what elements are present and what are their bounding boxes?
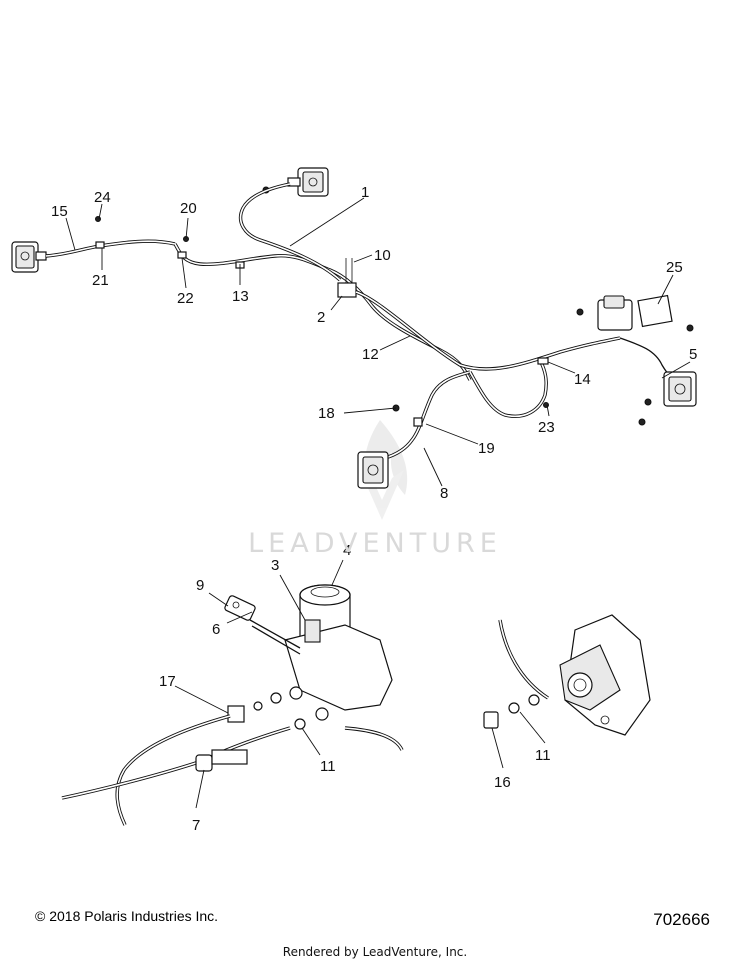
distribution-block <box>576 294 694 380</box>
callout-6: 6 <box>212 621 220 638</box>
callout-20: 20 <box>180 200 197 217</box>
left-front-caliper <box>11 241 47 273</box>
upper-brake-line-assembly <box>11 167 697 489</box>
callout-15: 15 <box>51 203 68 220</box>
callout-25: 25 <box>666 259 683 276</box>
callout-5: 5 <box>689 346 697 363</box>
watermark-text: LEADVENTURE <box>248 528 502 559</box>
copyright-notice: © 2018 Polaris Industries Inc. <box>35 908 219 924</box>
callout-4: 4 <box>343 542 351 559</box>
upper-caliper <box>262 167 329 197</box>
callout-11a: 11 <box>320 758 336 775</box>
callout-24: 24 <box>94 189 111 206</box>
figure-number: 702666 <box>653 910 710 929</box>
callout-19: 19 <box>478 440 495 457</box>
junction-block <box>337 258 357 298</box>
callout-12: 12 <box>362 346 379 363</box>
callout-7: 7 <box>192 817 200 834</box>
callout-1: 1 <box>361 184 369 201</box>
rendered-by-credit: Rendered by LeadVenture, Inc. <box>282 945 468 959</box>
callout-22: 22 <box>177 290 194 307</box>
callout-9: 9 <box>196 577 204 594</box>
callout-23: 23 <box>538 419 555 436</box>
callout-3: 3 <box>271 557 279 574</box>
callout-13: 13 <box>232 288 249 305</box>
callout-18: 18 <box>318 405 335 422</box>
rear-left-caliper <box>357 451 389 489</box>
callout-2: 2 <box>317 309 325 326</box>
callout-10: 10 <box>374 247 391 264</box>
callout-14: 14 <box>574 371 591 388</box>
callout-8: 8 <box>440 485 448 502</box>
rear-right-caliper <box>638 371 697 426</box>
callout-17: 17 <box>159 673 176 690</box>
callout-16: 16 <box>494 774 511 791</box>
leader-lines <box>65 197 691 809</box>
callout-11b: 11 <box>535 747 551 764</box>
caliper-detail <box>483 614 651 736</box>
master-cylinder-assembly <box>61 584 404 826</box>
callout-21: 21 <box>92 272 109 289</box>
callout-labels: 1 2 3 4 5 6 7 8 9 10 11 11 12 13 14 15 1… <box>51 184 697 834</box>
